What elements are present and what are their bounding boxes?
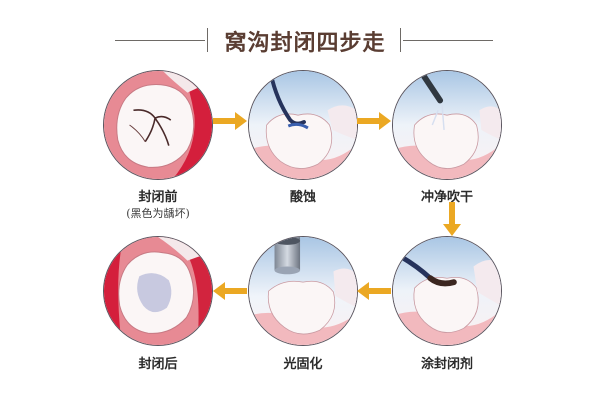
step-1-label: 封闭前 (138, 190, 178, 205)
arrow-right-icon (213, 112, 247, 130)
title-tick-left (207, 28, 208, 52)
light-cure-icon (249, 237, 357, 345)
title-bar: 窝沟封闭四步走 (0, 22, 600, 58)
arrow-left-icon (357, 282, 391, 300)
arrow-left-icon (213, 282, 247, 300)
step-1-image (103, 70, 213, 180)
page-title: 窝沟封闭四步走 (224, 30, 386, 56)
acid-etch-icon (249, 71, 357, 179)
arrow-down-icon (443, 202, 461, 236)
step-6-image (103, 236, 213, 346)
step-4-image (392, 236, 502, 346)
tooth-top-decay-icon (104, 71, 212, 179)
step-3-label: 冲净吹干 (420, 190, 473, 205)
step-5-image (248, 236, 358, 346)
step-1-sublabel: (黑色为龋坏) (126, 207, 190, 220)
step-2-image (248, 70, 358, 180)
title-divider-left (115, 40, 205, 41)
arrow-right-icon (357, 112, 391, 130)
step-5-label: 光固化 (283, 357, 323, 372)
tooth-top-sealed-icon (104, 237, 212, 345)
step-2-label: 酸蚀 (289, 190, 316, 205)
apply-sealant-icon (393, 237, 501, 345)
step-3-image (392, 70, 502, 180)
step-6-label: 封闭后 (138, 357, 178, 372)
title-tick-right (400, 28, 401, 52)
title-divider-right (403, 40, 493, 41)
rinse-dry-icon (393, 71, 501, 179)
step-4-label: 涂封闭剂 (420, 357, 473, 372)
